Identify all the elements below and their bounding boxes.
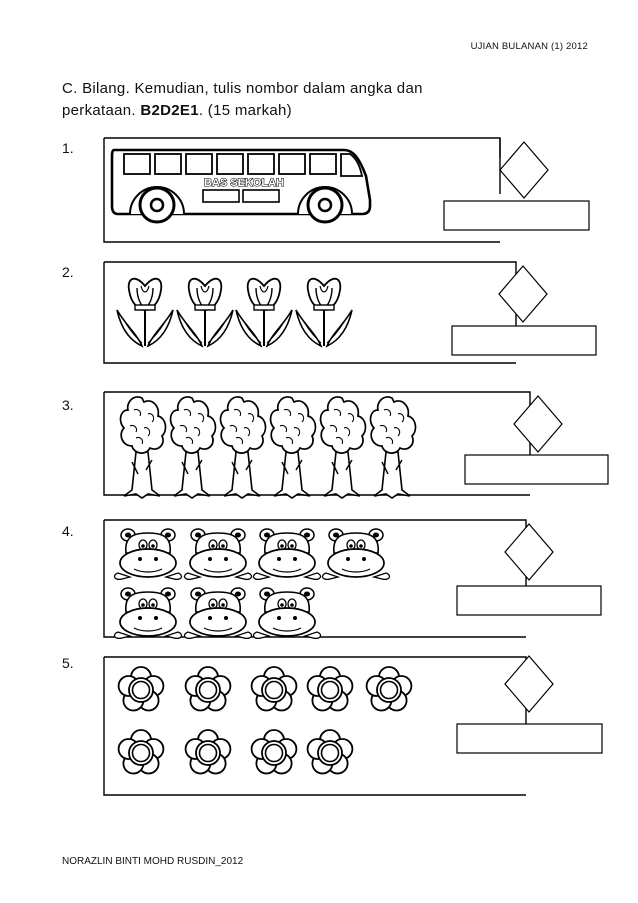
tree-icon (169, 396, 217, 499)
flower-row (117, 666, 413, 775)
tulip-icon (295, 277, 353, 347)
flower-icon (365, 666, 413, 712)
answer-box-2[interactable] (451, 325, 597, 356)
tulip-row (116, 277, 353, 347)
flower-icon (184, 666, 232, 712)
hippo-row (113, 528, 391, 640)
question-number-3: 3. (62, 397, 74, 413)
question-number-2: 2. (62, 264, 74, 280)
question-number-1: 1. (62, 140, 74, 156)
instruction: C. Bilang. Kemudian, tulis nombor dalam … (62, 78, 532, 122)
diamond-answer-2[interactable] (498, 265, 548, 323)
diamond-answer-3[interactable] (513, 395, 563, 453)
page-footer: NORAZLIN BINTI MOHD RUSDIN_2012 (62, 856, 244, 867)
hippo-icon (252, 587, 322, 640)
answer-box-1[interactable] (443, 200, 590, 231)
tree-icon (119, 396, 167, 499)
tree-icon (369, 396, 417, 499)
instruction-line1: C. Bilang. Kemudian, tulis nombor dalam … (62, 80, 423, 97)
answer-box-5[interactable] (456, 723, 603, 754)
hippo-icon (113, 528, 183, 581)
flower-icon (184, 729, 232, 775)
bus-label: BAS SEKOLAH (204, 177, 284, 189)
tree-icon (269, 396, 317, 499)
skill-code: B2D2E1 (140, 102, 199, 119)
bus-icon (110, 148, 372, 224)
tree-row (119, 396, 417, 499)
hippo-icon (183, 587, 253, 640)
flower-icon (306, 666, 354, 712)
hippo-icon (113, 587, 183, 640)
tree-icon (219, 396, 267, 499)
hippo-icon (252, 528, 322, 581)
answer-box-3[interactable] (464, 454, 609, 485)
hippo-icon (321, 528, 391, 581)
hippo-icon (183, 528, 253, 581)
flower-icon (306, 729, 354, 775)
flower-icon (117, 729, 165, 775)
diamond-answer-4[interactable] (504, 523, 554, 581)
tree-icon (319, 396, 367, 499)
question-number-5: 5. (62, 655, 74, 671)
instruction-suffix: . (15 markah) (198, 102, 292, 119)
question-number-4: 4. (62, 523, 74, 539)
tulip-icon (176, 277, 234, 347)
tulip-icon (235, 277, 293, 347)
diamond-answer-5[interactable] (504, 655, 554, 713)
flower-icon (250, 729, 298, 775)
instruction-prefix: perkataan. (62, 102, 141, 119)
page-header: UJIAN BULANAN (1) 2012 (470, 41, 588, 52)
tulip-icon (116, 277, 174, 347)
flower-icon (117, 666, 165, 712)
diamond-answer-1[interactable] (499, 141, 549, 199)
question-1-box (103, 137, 501, 243)
flower-icon (250, 666, 298, 712)
answer-box-4[interactable] (456, 585, 602, 616)
